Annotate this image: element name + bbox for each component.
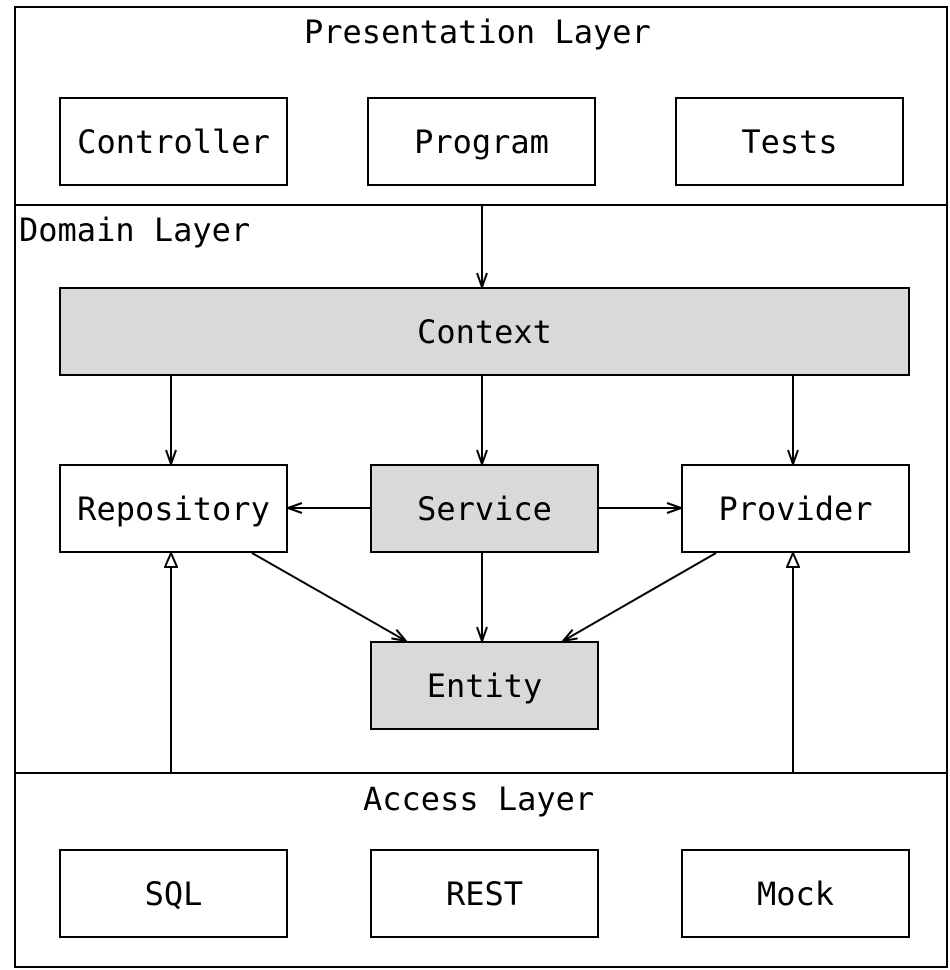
tests-box: Tests [675, 97, 904, 186]
context-box: Context [59, 287, 910, 376]
presentation-layer-title: Presentation Layer [304, 13, 651, 51]
domain-layer-title: Domain Layer [19, 211, 251, 249]
controller-box: Controller [59, 97, 288, 186]
repository-box: Repository [59, 464, 288, 553]
rest-box: REST [370, 849, 599, 938]
program-box: Program [367, 97, 596, 186]
entity-box: Entity [370, 641, 599, 730]
mock-box: Mock [681, 849, 910, 938]
provider-box: Provider [681, 464, 910, 553]
sql-box: SQL [59, 849, 288, 938]
access-layer-title: Access Layer [363, 780, 595, 818]
service-box: Service [370, 464, 599, 553]
